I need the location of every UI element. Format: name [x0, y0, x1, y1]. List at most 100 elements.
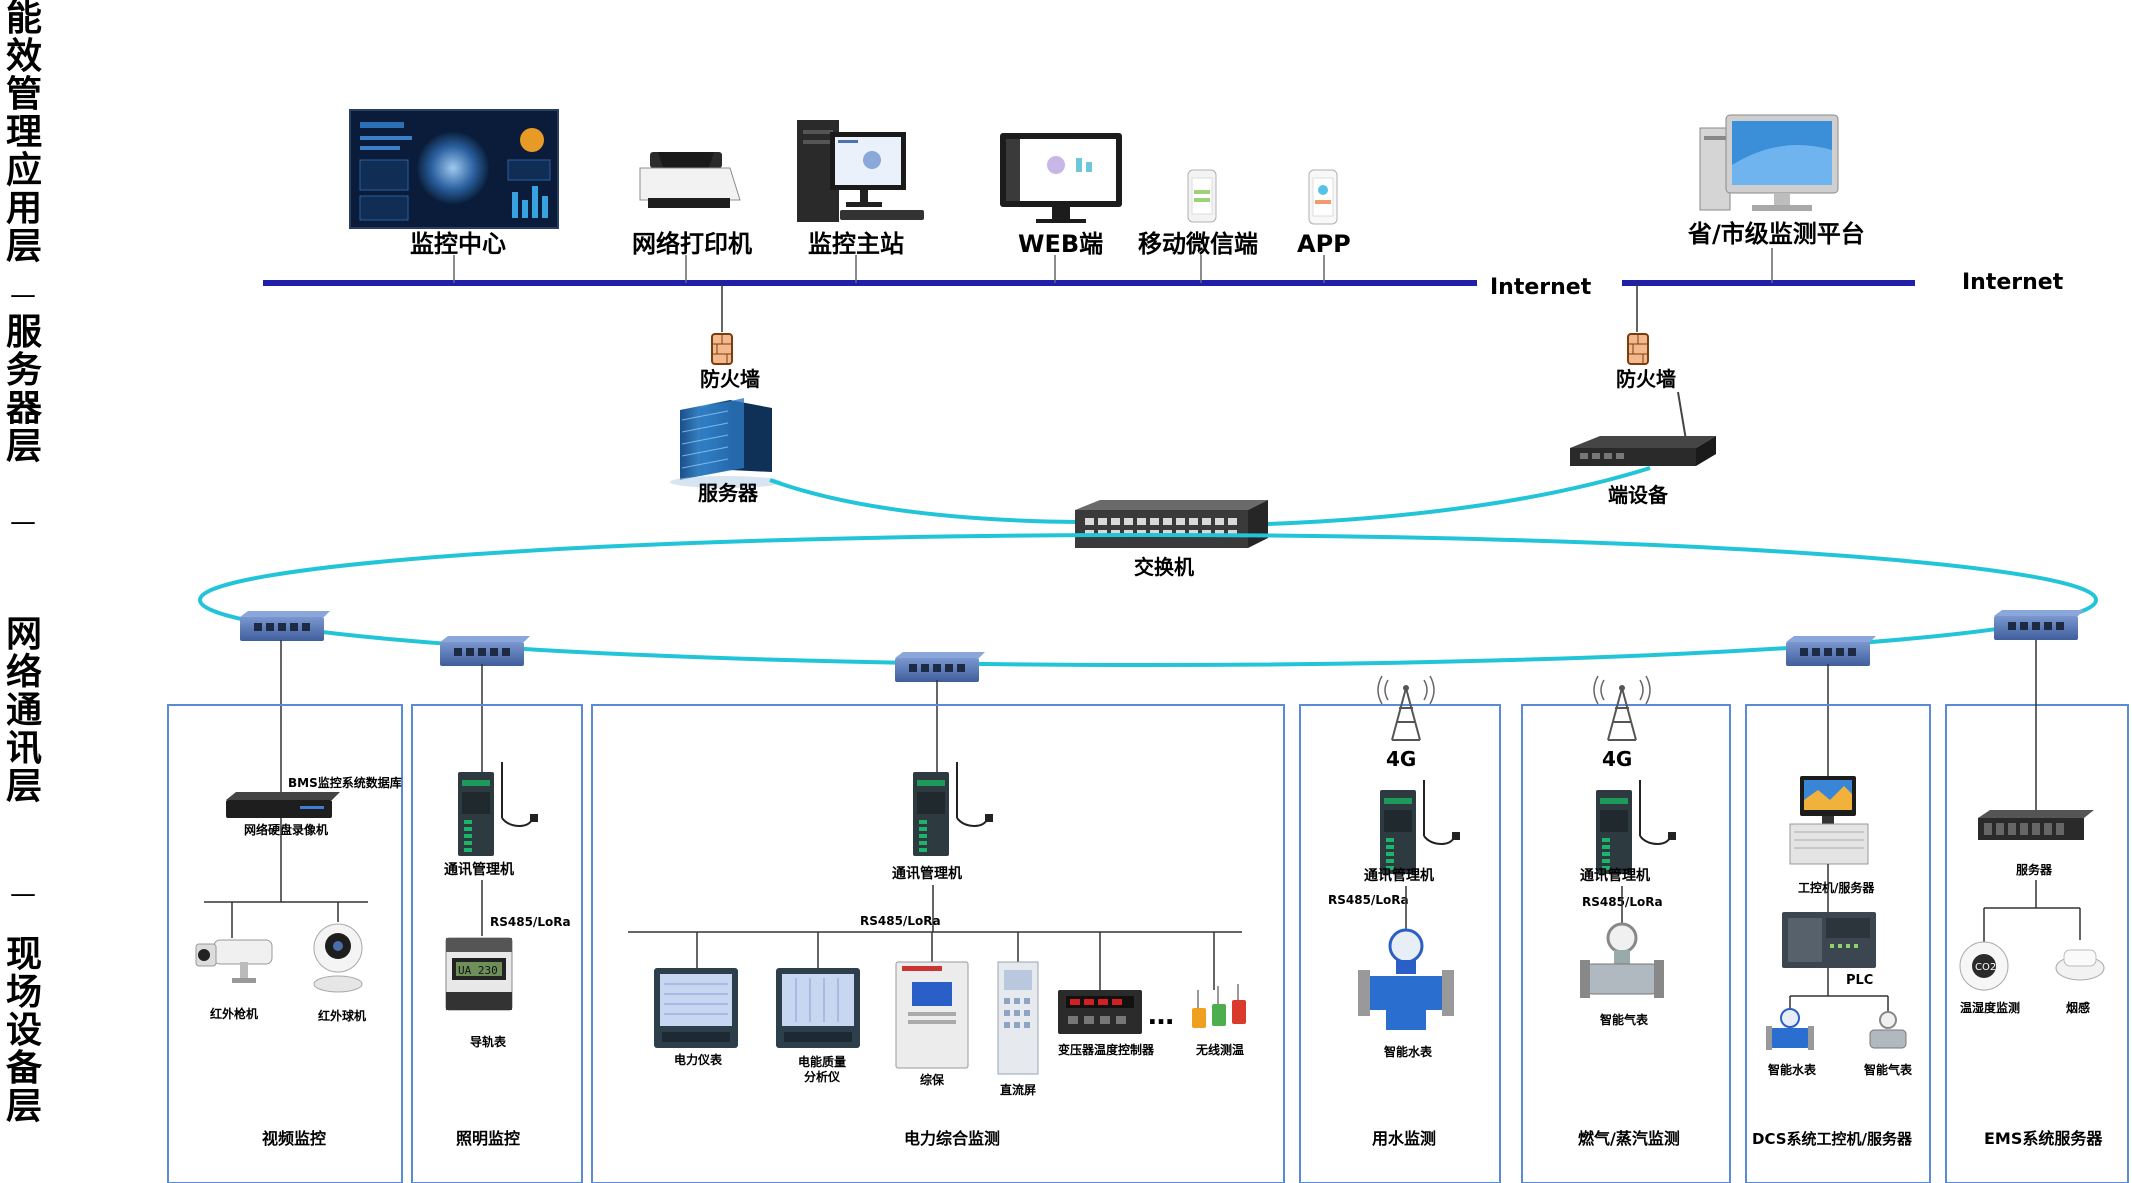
nvr-icon: [226, 792, 340, 818]
panel-title-ems: EMS系统服务器: [1984, 1129, 2103, 1148]
app-phone-icon: [1308, 169, 1338, 225]
power-meter-icon: [654, 968, 738, 1048]
server-to-switch-link: [769, 478, 1079, 524]
water-gateway-label: 通讯管理机: [1364, 867, 1434, 884]
layer-labels: 能效管理应用层 服务器层 网络通讯层 现场设备层 — — —: [6, 0, 43, 1127]
panel-video: [167, 704, 403, 1183]
dcs-water-meter-label: 智能水表: [1767, 1062, 1817, 1077]
water-meter-icon: [1358, 928, 1454, 1030]
switch-drops: [280, 640, 1829, 797]
terminal-label: 端设备: [1608, 483, 1669, 507]
water-4g-label: 4G: [1386, 747, 1416, 771]
ellipsis: …: [1148, 1001, 1174, 1031]
firewall-icon: [1627, 333, 1649, 365]
top-connectors: [453, 248, 1773, 332]
access-switch-icon: [1994, 610, 2084, 640]
protection-relay-icon: [895, 961, 969, 1069]
web-monitor-icon: [1000, 133, 1122, 223]
printer-icon: [639, 152, 741, 208]
ipc-label: 工控机/服务器: [1798, 880, 1875, 895]
panel-water: [1299, 704, 1501, 1183]
plc-icon: [1782, 912, 1876, 968]
layer-divider-2: —: [10, 507, 36, 537]
dome-camera-icon: [313, 923, 363, 993]
power-meter-label: 电力仪表: [674, 1052, 723, 1067]
cell-tower-icon: [1593, 675, 1651, 741]
lighting-bus-label: RS485/LoRa: [490, 915, 571, 929]
gas-4g-label: 4G: [1602, 747, 1632, 771]
nvr-label: 网络硬盘录像机: [244, 822, 328, 837]
rack-server-icon: [1978, 810, 2094, 840]
layer-label-network: 网络通讯层: [6, 614, 42, 807]
app-label: APP: [1297, 230, 1351, 258]
master-station-label: 监控主站: [808, 230, 904, 258]
power-drops: [696, 932, 1215, 990]
panel-title-water: 用水监测: [1372, 1129, 1436, 1148]
panel-title-lighting: 照明监控: [456, 1129, 520, 1148]
din-rail-meter-label: 导轨表: [470, 1034, 507, 1049]
water-meter-small-icon: [1766, 1008, 1814, 1050]
wechat-label: 移动微信端: [1138, 230, 1258, 258]
water-bus-label: RS485/LoRa: [1328, 893, 1409, 907]
province-platform-label: 省/市级监测平台: [1687, 220, 1865, 248]
panel-title-dcs: DCS系统工控机/服务器: [1752, 1130, 1913, 1148]
power-quality-analyzer-icon: [776, 968, 860, 1048]
smoke-detector-label: 烟感: [2066, 1000, 2090, 1015]
layer-divider-1: —: [10, 280, 36, 310]
layer-label-app: 能效管理应用层: [6, 0, 42, 267]
bullet-camera-icon: [195, 939, 273, 983]
cell-tower-icon: [1377, 675, 1435, 741]
video-tree: [204, 818, 368, 938]
network-printer-label: 网络打印机: [632, 230, 752, 258]
panel-title-power: 电力综合监测: [904, 1129, 1000, 1148]
gas-meter-label: 智能气表: [1599, 1012, 1649, 1027]
dcs-gas-meter-label: 智能气表: [1863, 1062, 1913, 1077]
svg-text:CO2: CO2: [1975, 962, 1996, 973]
panel-lighting: [411, 704, 583, 1183]
server-label: 服务器: [698, 481, 759, 505]
dome-camera-label: 红外球机: [318, 1008, 366, 1023]
dc-panel-icon: [997, 961, 1039, 1075]
temp-humidity-sensor-icon: CO2: [1959, 941, 2009, 991]
wireless-temp-label: 无线测温: [1195, 1042, 1244, 1057]
network-ring: [198, 533, 2098, 667]
comm-gateway-icon: [1380, 780, 1460, 874]
panel-title-video: 视频监控: [262, 1129, 326, 1148]
monitor-center-label: 监控中心: [410, 230, 506, 258]
terminal-to-switch-link: [1267, 466, 1651, 526]
gas-gateway-label: 通讯管理机: [1580, 867, 1650, 884]
din-rail-meter-icon: UA 230: [445, 937, 513, 1011]
layer-label-server: 服务器层: [6, 312, 43, 467]
power-quality-label-2: 分析仪: [804, 1069, 841, 1084]
gas-meter-icon: [1580, 922, 1664, 998]
terminal-device-icon: [1570, 391, 1716, 466]
web-label: WEB端: [1018, 230, 1103, 258]
power-bus-label: RS485/LoRa: [860, 914, 941, 928]
core-switch-icon: [1075, 500, 1268, 548]
internet-label-1: Internet: [1490, 275, 1592, 300]
comm-gateway-icon: [913, 762, 993, 856]
monitor-center-screen: [349, 109, 559, 229]
access-switch-icon: [440, 636, 530, 666]
firewall-icon: [711, 333, 733, 365]
switch-label: 交换机: [1134, 555, 1194, 579]
panel-title-gas: 燃气/蒸汽监测: [1578, 1129, 1680, 1148]
access-switch-icon: [240, 611, 330, 641]
bms-db-label: BMS监控系统数据库: [288, 775, 402, 790]
smoke-detector-icon: [2055, 949, 2105, 981]
protection-relay-label: 综保: [920, 1072, 945, 1087]
bullet-camera-label: 红外枪机: [210, 1006, 258, 1021]
layer-divider-3: —: [10, 879, 36, 909]
access-switch-icon: [1786, 636, 1876, 666]
water-meter-label: 智能水表: [1383, 1044, 1433, 1059]
temp-humidity-label: 温湿度监测: [1960, 1000, 2020, 1015]
transformer-temp-controller-icon: [1058, 990, 1142, 1034]
lighting-gateway-label: 通讯管理机: [444, 861, 514, 878]
ems-tree: [1983, 880, 2081, 942]
plc-label: PLC: [1846, 973, 1873, 988]
server-rack-icon: [670, 398, 782, 488]
panel-power: [591, 704, 1285, 1183]
ems-server-label: 服务器: [2016, 862, 2053, 877]
ipc-icon: [1789, 776, 1869, 865]
access-switch-icon: [895, 652, 985, 682]
